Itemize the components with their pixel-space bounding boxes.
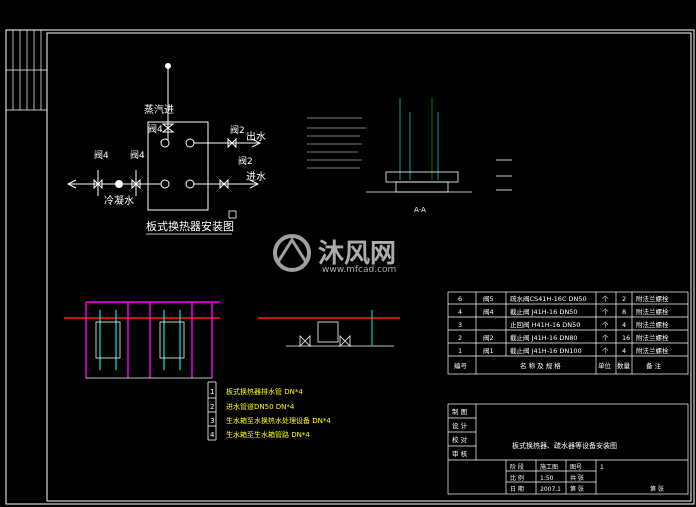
bom-unit: 个 <box>602 308 609 316</box>
binding-strip <box>6 30 47 111</box>
bom-code: 阀4 <box>483 307 494 316</box>
bom-header-unit: 单位 <box>598 361 612 370</box>
meta-value: 施工图 <box>540 463 558 471</box>
legend-list <box>307 117 366 169</box>
watermark: 沐风网 www.mfcad.com <box>273 234 396 275</box>
pump-detail <box>258 310 400 347</box>
meta-label: 图号 <box>570 464 582 471</box>
note-no-3: 3 <box>210 417 214 425</box>
watermark-logo-icon <box>273 234 311 272</box>
bom-remark: 附法兰螺栓 <box>636 346 669 355</box>
valve2-bottom-label: 阀2 <box>238 156 253 167</box>
watermark-brand: 沐风网 <box>318 239 396 269</box>
bom-qty: 8 <box>622 308 626 316</box>
meta-label: 阶 段 <box>510 463 524 471</box>
bom-remark: 附法兰螺栓 <box>636 320 669 329</box>
meta-label: 比 例 <box>510 474 524 482</box>
outer-frame <box>5 29 695 505</box>
bom-name: 截止阀 J41H-16 DN100 <box>510 346 582 355</box>
inlet-valve-icon <box>219 178 229 190</box>
heat-exchanger-diagram <box>66 63 262 211</box>
port-bottom-right <box>185 179 195 189</box>
bom-table <box>447 291 689 375</box>
role-drafter: 制 图 <box>452 407 467 416</box>
bom-no: 6 <box>458 295 462 303</box>
outlet-valve-icon <box>227 137 237 149</box>
bom-no: 4 <box>458 308 462 316</box>
meta-value: 第 张 <box>650 485 664 493</box>
steam-in-label: 蒸汽进 <box>144 103 174 116</box>
bom-qty: 16 <box>622 334 630 342</box>
bom-header-name: 名 称 及 规 格 <box>520 361 561 370</box>
role-designer: 设 计 <box>452 421 468 430</box>
marker-square <box>228 210 237 219</box>
note-text-1: 板式换热器排水管 DN*4 <box>226 387 303 396</box>
role-approver: 审 核 <box>452 449 468 458</box>
outlet-label: 出水 <box>246 130 266 143</box>
bom-unit: 个 <box>602 334 609 342</box>
inner-frame <box>46 32 692 502</box>
bom-no: 1 <box>458 347 462 355</box>
valve2-top-label: 阀2 <box>230 125 245 136</box>
meta-label: 第 张 <box>570 485 584 493</box>
bom-rows: 6 阀5 疏水阀CS41H-16C DN50 个 2 附法兰螺栓 4 阀4 截止… <box>454 294 669 370</box>
bom-code: 阀1 <box>483 346 494 355</box>
meta-label: 共 张 <box>570 474 584 482</box>
note-no-4: 4 <box>210 431 215 439</box>
bom-code: 阀2 <box>483 333 494 342</box>
bom-remark: 附法兰螺栓 <box>636 294 669 303</box>
inlet-label: 进水 <box>246 171 266 183</box>
meta-value: 2007.1 <box>540 486 561 493</box>
port-top-right <box>185 138 195 148</box>
heat-exchanger-body <box>147 121 209 211</box>
watermark-url: www.mfcad.com <box>322 265 396 275</box>
bom-qty: 4 <box>622 321 626 329</box>
steam-valve-icon <box>161 123 175 133</box>
bom-no: 2 <box>458 334 462 342</box>
bom-name: 止回阀 H41H-16 DN50 <box>510 320 580 329</box>
note-no-2: 2 <box>210 403 214 411</box>
bom-unit: 个 <box>602 321 609 329</box>
condensate-valve-2-icon <box>131 178 141 190</box>
section-aa <box>366 98 512 193</box>
bom-unit: 个 <box>602 295 609 303</box>
role-checker: 校 对 <box>452 435 468 444</box>
bom-qty: 2 <box>622 295 626 303</box>
note-text-3: 生水箱至水换热水处理设备 DN*4 <box>226 416 331 425</box>
bom-code: 阀5 <box>483 294 494 303</box>
bom-name: 疏水阀CS41H-16C DN50 <box>510 294 587 303</box>
bom-remark: 附法兰螺栓 <box>636 333 669 342</box>
note-no-1: 1 <box>210 388 214 396</box>
meta-label: 日 期 <box>510 485 524 493</box>
bom-no: 3 <box>458 321 462 329</box>
piping-system <box>64 301 220 379</box>
note-text-4: 生水箱至生水箱管路 DN*4 <box>226 430 310 439</box>
meta-value: 1:50 <box>540 475 554 482</box>
bom-name: 截止阀 J41H-16 DN50 <box>510 307 577 316</box>
port-bottom-left <box>160 179 170 189</box>
port-top-left <box>160 138 170 148</box>
trap-icon <box>115 180 123 188</box>
bom-qty: 4 <box>622 347 626 355</box>
bom-header-qty: 数量 <box>617 361 631 370</box>
bom-header-no: 编号 <box>454 361 468 370</box>
title-block <box>447 403 689 495</box>
valve4-left-a-label: 阀4 <box>94 150 109 161</box>
valve4-top-label: 阀4 <box>148 124 163 135</box>
note-text-2: 进水管道DN50 DN*4 <box>226 402 295 411</box>
valve4-left-b-label: 阀4 <box>130 150 145 161</box>
piping-notes: 1 板式换热器排水管 DN*4 2 进水管道DN50 DN*4 3 生水箱至水换… <box>207 381 331 441</box>
install-title: 板式换热器安装图 <box>146 219 234 233</box>
condensate-valve-1-icon <box>93 178 103 190</box>
bom-unit: 个 <box>602 347 609 355</box>
section-label: A-A <box>414 206 426 214</box>
bom-name: 截止阀 J41H-16 DN80 <box>510 333 577 342</box>
meta-value: 1 <box>600 464 604 471</box>
bom-header-remark: 备 注 <box>646 361 662 370</box>
condensate-label: 冷凝水 <box>104 194 134 207</box>
bom-remark: 附法兰螺栓 <box>636 307 669 316</box>
drawing-name: 板式换热器、疏水器等设备安装图 <box>512 441 617 450</box>
